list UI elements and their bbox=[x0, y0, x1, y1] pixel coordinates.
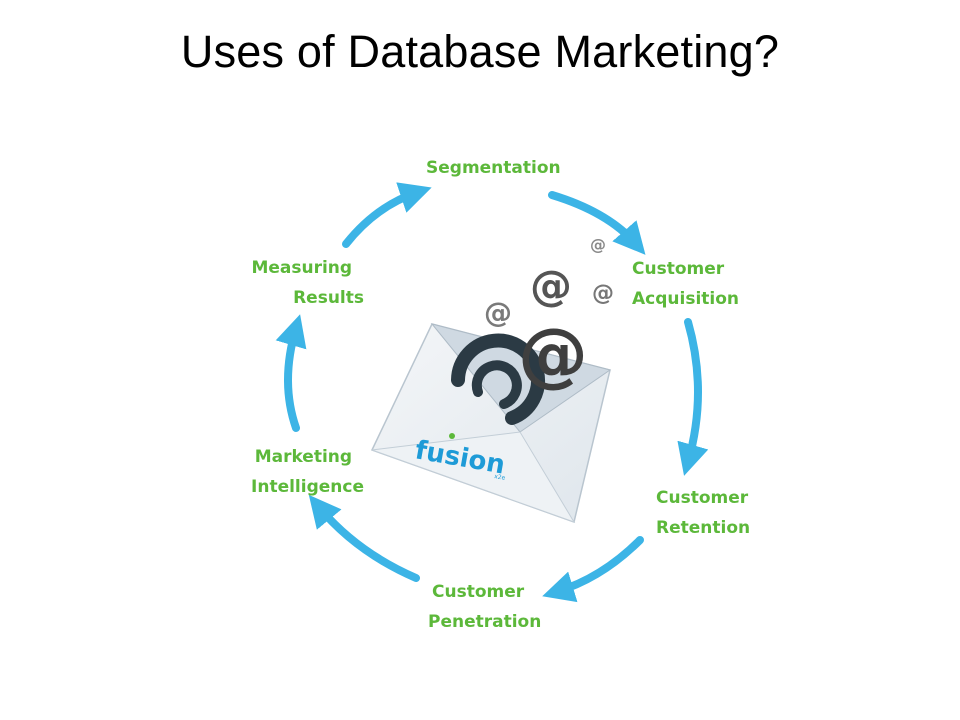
swirl-icon bbox=[451, 333, 545, 425]
brand-dot-icon bbox=[449, 433, 455, 439]
stage-customer-retention: Customer Retention bbox=[656, 488, 754, 538]
cycle-arrows bbox=[275, 182, 709, 603]
stage-measuring-results: Measuring Results bbox=[251, 258, 364, 308]
svg-text:@: @ bbox=[590, 235, 606, 254]
email-envelope-icon: fusion x2e bbox=[370, 323, 612, 523]
svg-text:@: @ bbox=[484, 296, 512, 329]
arrow-acquisition-to-retention bbox=[677, 318, 709, 476]
arrow-measuring-to-segmentation bbox=[342, 182, 432, 248]
arrow-penetration-to-intelligence bbox=[308, 494, 420, 582]
arrow-intelligence-to-measuring bbox=[275, 314, 307, 432]
stage-customer-penetration: Customer Penetration bbox=[428, 582, 541, 632]
stage-customer-acquisition: Customer Acquisition bbox=[632, 259, 739, 309]
at-symbol-icon: @ @ @ @ @ bbox=[484, 235, 614, 395]
svg-text:@: @ bbox=[592, 281, 614, 306]
stage-labels: Segmentation Customer Acquisition Custom… bbox=[251, 158, 754, 632]
svg-text:@: @ bbox=[518, 313, 588, 395]
svg-text:@: @ bbox=[530, 261, 572, 310]
stage-segmentation: Segmentation bbox=[426, 158, 561, 178]
slide-title: Uses of Database Marketing? bbox=[180, 26, 780, 77]
brand-suffix: x2e bbox=[494, 473, 506, 482]
stage-marketing-intelligence: Marketing Intelligence bbox=[251, 447, 364, 497]
arrow-retention-to-penetration bbox=[542, 536, 644, 603]
arrow-segmentation-to-acquisition bbox=[548, 191, 646, 255]
